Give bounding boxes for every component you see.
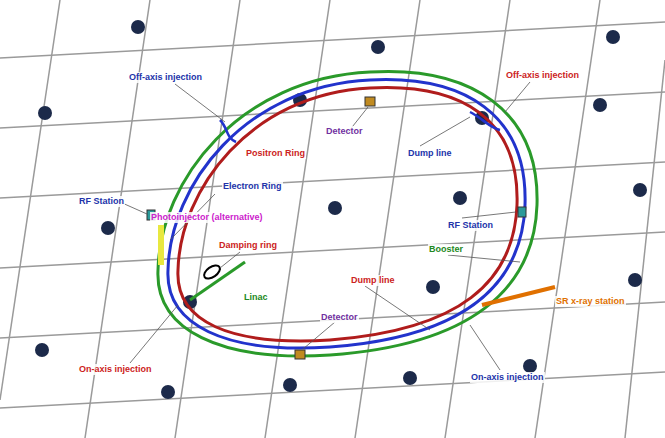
- map-label: On-axis injection: [470, 372, 545, 383]
- grid-nodes: [35, 20, 647, 399]
- map-label: Detector: [320, 312, 359, 323]
- map-label: SR x-ray station: [555, 296, 626, 307]
- map-label: Off-axis injection: [505, 70, 580, 81]
- map-label: Dump line: [350, 275, 396, 286]
- injection-line: [220, 120, 236, 142]
- damping-ring: [202, 263, 222, 282]
- map-label: Electron Ring: [222, 181, 283, 192]
- map-label: Booster: [428, 244, 464, 255]
- rf-symbol: [518, 207, 526, 217]
- map-label: Linac: [243, 292, 269, 303]
- map-label: Damping ring: [218, 240, 278, 251]
- leader-lines: [120, 82, 530, 370]
- map-label: RF Station: [78, 196, 125, 207]
- map-label: Dump line: [407, 148, 453, 159]
- map-label: Detector: [325, 126, 364, 137]
- map-label: On-axis injection: [78, 364, 153, 375]
- dump-line: [470, 112, 500, 130]
- map-label: Off-axis injection: [128, 72, 203, 83]
- sr-line: [482, 287, 555, 305]
- linac: [190, 262, 245, 300]
- detector-symbol: [365, 97, 375, 106]
- detector-symbol: [295, 350, 305, 359]
- map-label: Positron Ring: [245, 148, 306, 159]
- map-label: Photoinjector (alternative): [150, 212, 264, 223]
- photoinjector: [158, 225, 164, 265]
- map-label: RF Station: [447, 220, 494, 231]
